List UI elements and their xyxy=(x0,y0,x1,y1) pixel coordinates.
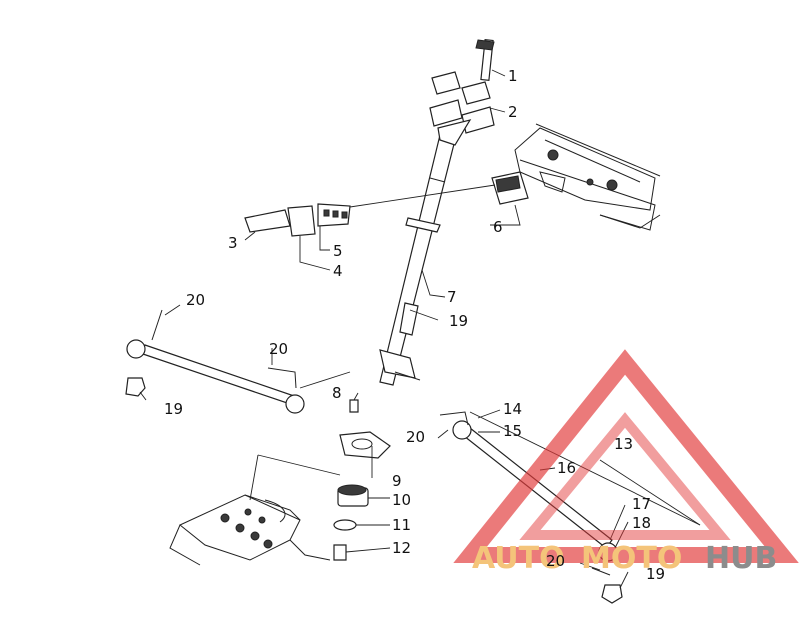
callout-10: 10 xyxy=(392,491,411,509)
callout-7: 7 xyxy=(447,288,457,306)
left-tie-rod xyxy=(125,309,305,414)
callout-labels: 1 2 3 4 5 6 7 8 9 10 11 12 13 14 15 16 1… xyxy=(164,67,665,583)
watermark-logo xyxy=(453,349,799,563)
callout-3: 3 xyxy=(228,234,238,252)
callout-9: 9 xyxy=(392,472,402,490)
bearing-stack xyxy=(333,399,391,561)
callout-14: 14 xyxy=(503,400,522,418)
callout-8: 8 xyxy=(332,384,342,402)
callout-11: 11 xyxy=(392,516,411,534)
watermark-moto: MOTO xyxy=(581,541,682,576)
bracket-parts xyxy=(244,203,351,237)
callout-5: 5 xyxy=(333,242,343,260)
callout-18: 18 xyxy=(632,514,651,532)
frame-section xyxy=(514,123,661,231)
leader-lines xyxy=(139,69,629,589)
mount-block xyxy=(491,171,529,205)
callout-12: 12 xyxy=(392,539,411,557)
callout-2: 2 xyxy=(508,103,518,121)
dash-lines xyxy=(249,184,701,526)
callout-19-upper: 19 xyxy=(449,312,468,330)
callout-6: 6 xyxy=(493,218,503,236)
callout-16: 16 xyxy=(557,459,576,477)
lower-frame-section xyxy=(169,494,331,566)
callout-4: 4 xyxy=(333,262,343,280)
callout-20-left-mid: 20 xyxy=(269,340,288,358)
steering-shaft xyxy=(379,134,456,386)
callout-19-right: 19 xyxy=(646,565,665,583)
callout-13: 13 xyxy=(614,435,633,453)
callout-1: 1 xyxy=(508,67,518,85)
watermark-auto: AUTO xyxy=(472,541,565,576)
callout-20-right-mid: 20 xyxy=(406,428,425,446)
callout-19-left: 19 xyxy=(164,400,183,418)
callout-20-right-bottom: 20 xyxy=(546,552,565,570)
watermark-hub: HUB xyxy=(705,541,777,576)
handlebar-clamps xyxy=(429,39,495,146)
callout-20-left-top: 20 xyxy=(186,291,205,309)
callout-15: 15 xyxy=(503,422,522,440)
callout-17: 17 xyxy=(632,495,651,513)
